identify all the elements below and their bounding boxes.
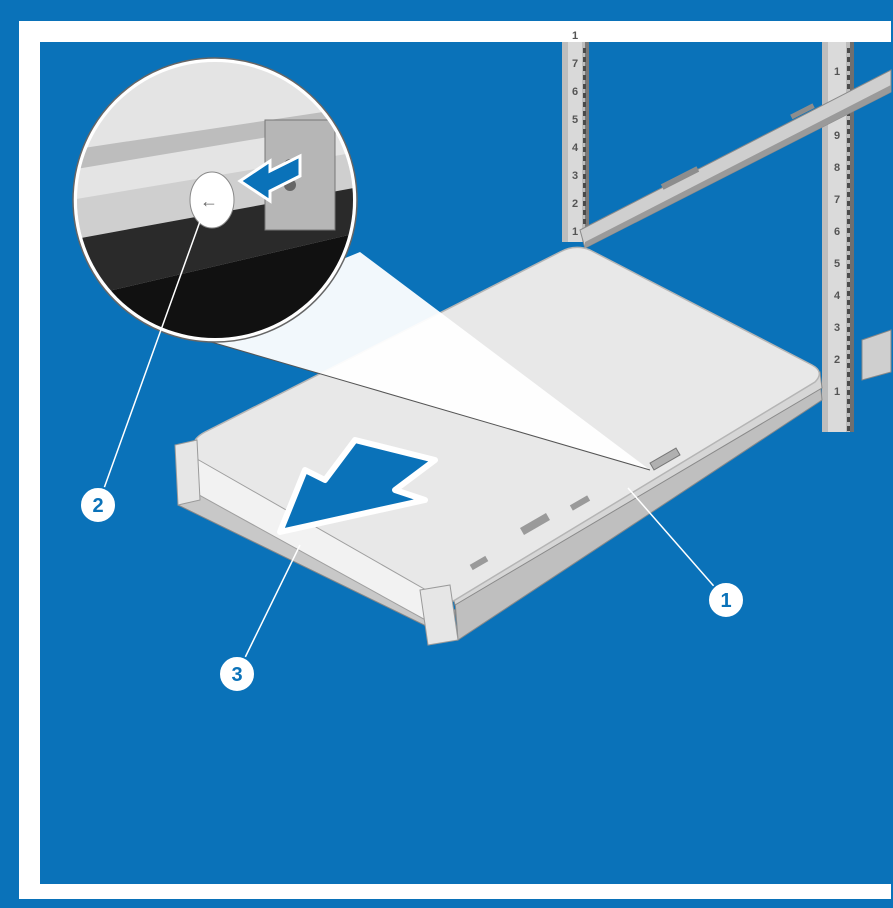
rack-hole — [583, 219, 586, 224]
rack-hole — [847, 282, 850, 287]
release-tab-arrow-glyph: ← — [200, 191, 218, 211]
rack-hole — [847, 291, 850, 296]
rack-hole — [847, 390, 850, 395]
rack-hole — [847, 84, 850, 89]
rack-hole — [847, 129, 850, 134]
rack-hole — [583, 75, 586, 80]
rack-right-unit-number: 1 — [834, 386, 840, 398]
rack-hole — [583, 183, 586, 188]
rack-hole — [583, 156, 586, 161]
rack-hole — [847, 426, 850, 431]
callout-2: 2 — [80, 487, 116, 523]
rack-hole — [583, 84, 586, 89]
rack-hole — [847, 354, 850, 359]
rack-hole — [847, 381, 850, 386]
rack-hole — [583, 147, 586, 152]
rack-hole — [847, 201, 850, 206]
rack-hole — [847, 66, 850, 71]
rack-left-unit-number: 6 — [572, 86, 578, 98]
rack-hole — [847, 318, 850, 323]
callout-2-label: 2 — [92, 495, 103, 517]
rack-hole — [583, 66, 586, 71]
rack-hole — [847, 138, 850, 143]
rack-hole — [847, 57, 850, 62]
rack-hole — [847, 264, 850, 269]
rack-hole — [847, 156, 850, 161]
rack-hole — [583, 174, 586, 179]
rack-hole — [847, 219, 850, 224]
rack-hole — [847, 372, 850, 377]
rack-left-unit-number: 7 — [572, 58, 578, 70]
rack-hole — [583, 48, 586, 53]
rack-right-unit-number: 2 — [834, 354, 840, 366]
rack-hole — [583, 93, 586, 98]
rack-left-unit-number: 4 — [572, 142, 579, 154]
rack-hole — [583, 210, 586, 215]
rack-hole — [847, 300, 850, 305]
rack-hole — [583, 165, 586, 170]
rack-hole — [847, 336, 850, 341]
rack-right-unit-number: 5 — [834, 258, 840, 270]
rack-hole — [847, 183, 850, 188]
rack-hole — [847, 408, 850, 413]
rack-left-unit-number: 2 — [572, 198, 578, 210]
rack-hole — [847, 120, 850, 125]
rack-hole — [847, 174, 850, 179]
callout-3: 3 — [219, 656, 255, 692]
rack-hole — [847, 273, 850, 278]
rack-hole — [847, 363, 850, 368]
rack-right-unit-number: 7 — [834, 194, 840, 206]
callout-1: 1 — [708, 582, 744, 618]
rack-right-unit-number: 4 — [834, 290, 841, 302]
rack-hole — [847, 345, 850, 350]
rack-hole — [847, 237, 850, 242]
rack-hole — [847, 327, 850, 332]
rack-hole — [583, 192, 586, 197]
rack-hole — [583, 102, 586, 107]
callout-3-label: 3 — [231, 664, 242, 686]
rack-hole — [583, 120, 586, 125]
rack-hole — [583, 111, 586, 116]
rack-right-unit-number: 3 — [834, 322, 840, 334]
rack-hole — [847, 48, 850, 53]
rack-hole — [847, 399, 850, 404]
rack-hole — [583, 57, 586, 62]
rack-hole — [847, 165, 850, 170]
rack-right-unit-number: 9 — [834, 130, 840, 142]
rack-left-unit-number: 5 — [572, 114, 578, 126]
rack-hole — [847, 255, 850, 260]
callout-1-label: 1 — [720, 590, 731, 612]
rack-hole — [583, 201, 586, 206]
rack-hole — [847, 75, 850, 80]
rack-hole — [847, 192, 850, 197]
rack-hole — [847, 210, 850, 215]
rack-hole — [583, 129, 586, 134]
rack-left-unit-number: 1 — [572, 30, 578, 42]
rack-right-unit-number: 8 — [834, 162, 840, 174]
rack-hole — [847, 228, 850, 233]
rack-hole — [847, 246, 850, 251]
rack-hole — [847, 147, 850, 152]
rack-right-unit-number: 6 — [834, 226, 840, 238]
rack-hole — [847, 309, 850, 314]
rack-hole — [847, 417, 850, 422]
rack-left-unit-number: 1 — [572, 226, 578, 238]
rack-hole — [583, 138, 586, 143]
rack-left-unit-number: 3 — [572, 170, 578, 182]
rack-right-unit-number: 1 — [834, 66, 840, 78]
